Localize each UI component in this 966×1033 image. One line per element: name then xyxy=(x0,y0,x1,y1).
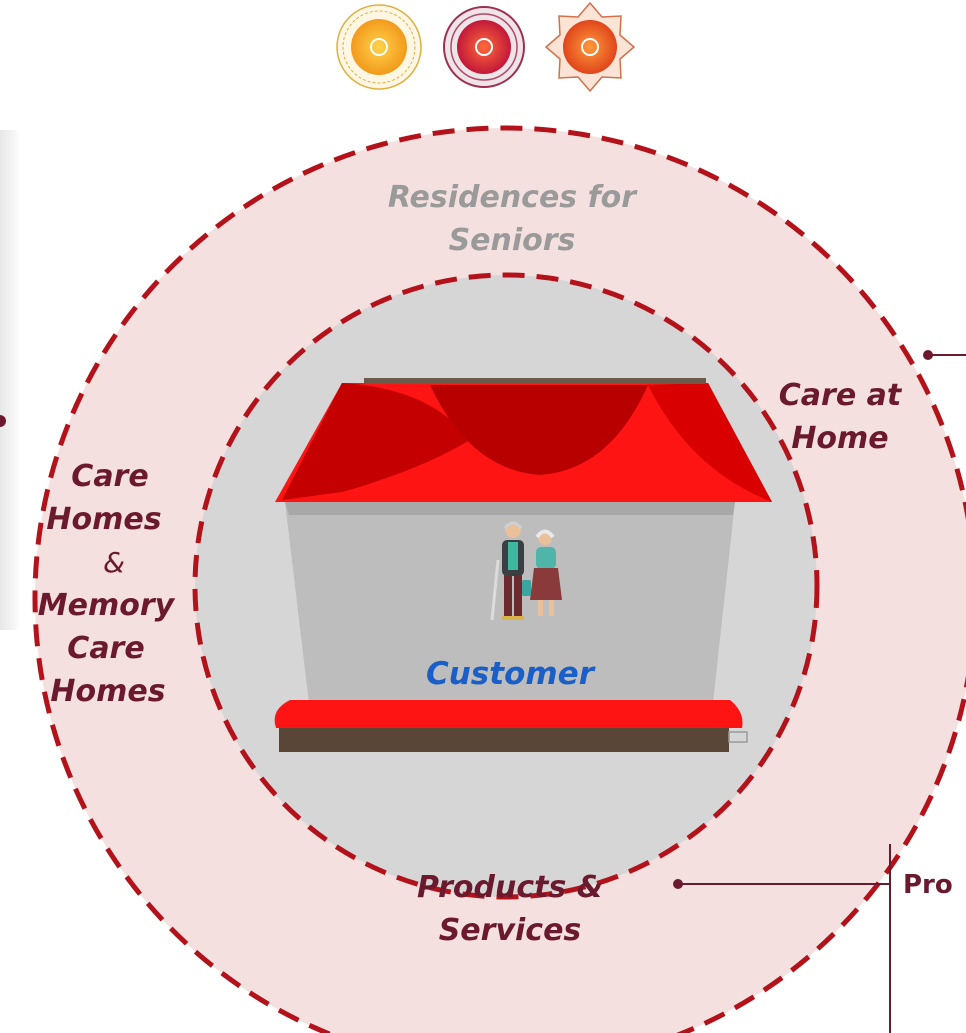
products-label-line2: Services xyxy=(439,913,582,948)
residences-label-line1: Residences for xyxy=(388,180,638,215)
care-at-home-line1: Care at xyxy=(779,378,903,413)
care-at-home-line2: Home xyxy=(791,421,888,456)
care-homes-line2: Homes xyxy=(46,502,161,537)
products-callout-text: Pro xyxy=(903,870,953,900)
care-homes-line5: Homes xyxy=(50,674,165,709)
mandala-icon-gold xyxy=(336,4,422,90)
left-panel-shadow xyxy=(0,130,20,630)
care-homes-line3: Memory xyxy=(38,588,176,623)
residences-label-line2: Seniors xyxy=(449,223,576,258)
callout-care-at-home xyxy=(923,350,966,360)
house-base xyxy=(279,728,729,752)
elderly-couple-icon xyxy=(490,521,562,621)
care-homes-line1: Care xyxy=(71,459,148,494)
mandala-icon-crimson xyxy=(443,6,525,88)
care-homes-line4: Care xyxy=(67,631,144,666)
callout-care-homes xyxy=(0,415,6,427)
care-homes-ampersand: & xyxy=(103,546,125,579)
products-label-line1: Products & xyxy=(417,870,603,905)
mandala-icon-orange xyxy=(544,1,636,93)
callout-products xyxy=(673,844,891,1033)
customer-label: Customer xyxy=(426,656,596,692)
